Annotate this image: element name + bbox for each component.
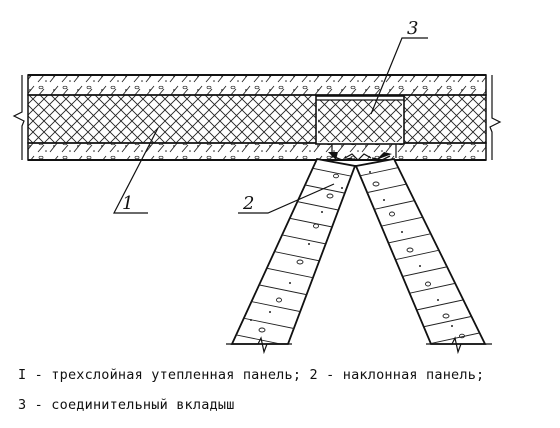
leader-3 xyxy=(370,37,428,115)
bottom-concrete-layer xyxy=(27,142,487,161)
callout-label-3: 3 xyxy=(407,18,418,39)
callout-label-2: 2 xyxy=(242,193,254,214)
legend-line-2: 3 - соединительный вкладыш xyxy=(18,397,235,413)
callout-leaders xyxy=(113,37,428,214)
section-drawing: 1 2 3 xyxy=(12,18,502,355)
break-lines xyxy=(12,75,502,160)
legend-line-1: I - трехслойная утепленная панель; 2 - н… xyxy=(18,367,485,383)
three-layer-panel xyxy=(27,74,487,161)
leader-1 xyxy=(113,127,159,214)
base-break-lines xyxy=(226,336,492,355)
inclined-panel-left xyxy=(230,157,357,345)
callout-label-1: 1 xyxy=(122,193,133,214)
leader-2 xyxy=(238,183,335,214)
insulation-layer xyxy=(27,94,487,144)
joint-detail xyxy=(328,152,392,167)
top-concrete-layer xyxy=(27,74,487,96)
inclined-panel-right xyxy=(354,157,487,345)
